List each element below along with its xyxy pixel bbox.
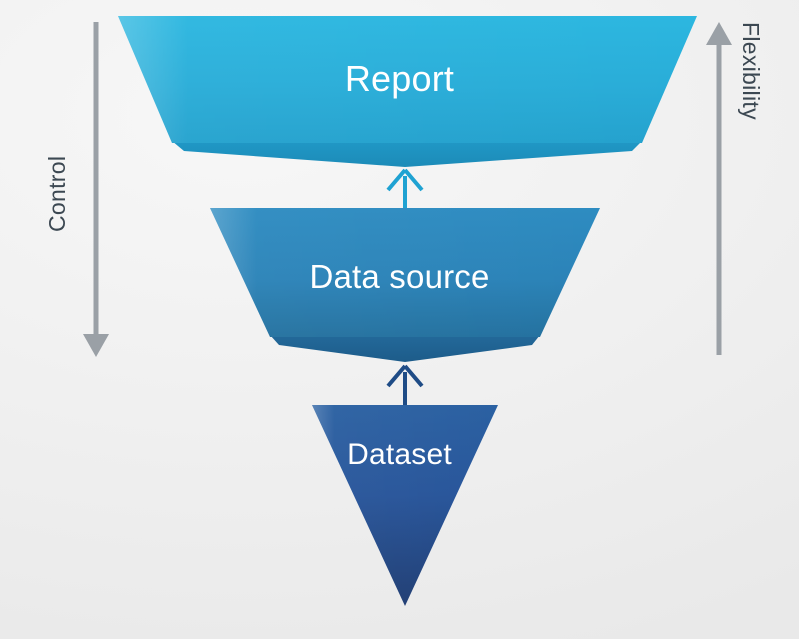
funnel-stage-dataset[interactable]	[312, 405, 498, 606]
report-edge-highlight	[118, 16, 697, 143]
flexibility-axis-arrow	[706, 22, 732, 355]
axis-label-flexibility: Flexibility	[738, 22, 764, 120]
data-source-shadow-lip	[270, 335, 540, 362]
funnel-stage-report[interactable]	[118, 16, 697, 167]
connector-data-source-to-report	[386, 168, 424, 212]
report-shadow-lip	[172, 141, 642, 167]
funnel-stage-data-source[interactable]	[210, 208, 600, 362]
control-axis-arrow	[83, 22, 109, 357]
data-source-edge-highlight	[210, 208, 600, 337]
axis-label-control: Control	[44, 155, 70, 232]
dataset-edge-highlight	[312, 405, 498, 606]
connector-dataset-to-data-source	[386, 364, 424, 408]
